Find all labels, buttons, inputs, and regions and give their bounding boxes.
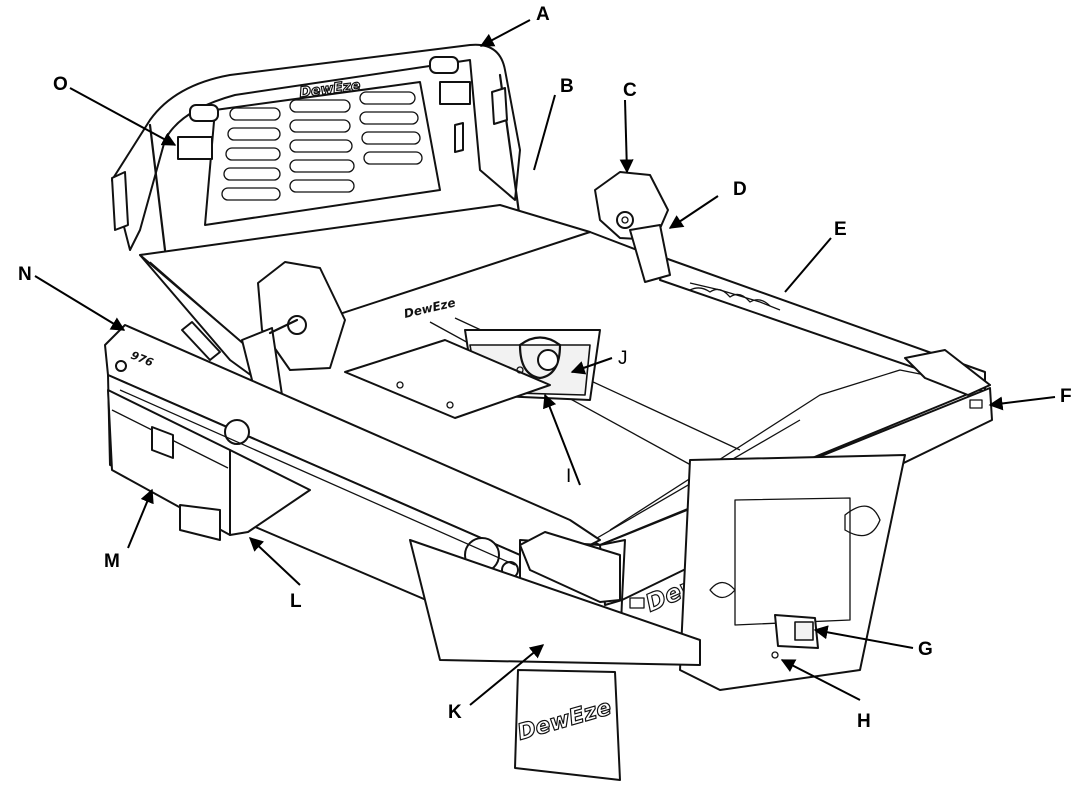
callout-O: O	[53, 74, 68, 95]
rear-assembly: DewEze DewEze	[409, 349, 993, 781]
gooseneck-ball	[537, 349, 559, 371]
hatch-cover-plate	[344, 339, 551, 419]
callout-J: J	[618, 348, 628, 369]
leader-O	[69, 87, 177, 146]
callout-N: N	[18, 264, 32, 285]
callout-C: C	[623, 80, 637, 101]
rack-tie-down-left	[177, 136, 213, 160]
toolbox	[107, 389, 311, 541]
leader-H	[780, 659, 861, 701]
leader-J	[570, 357, 613, 375]
callout-B: B	[560, 76, 574, 97]
leader-L	[248, 537, 301, 586]
callout-M: M	[104, 551, 120, 572]
mud-flap	[514, 669, 621, 781]
leader-G	[813, 625, 914, 649]
leader-F	[988, 396, 1056, 411]
callout-L: L	[290, 591, 302, 612]
callout-G: G	[918, 639, 933, 660]
callout-H: H	[857, 711, 871, 732]
toolbox-latch	[151, 426, 174, 459]
callout-A: A	[536, 4, 550, 25]
headache-rack: DewEze	[111, 43, 522, 252]
callout-leaders	[34, 19, 1056, 706]
gooseneck-hatch	[344, 329, 601, 419]
leader-A	[479, 19, 531, 47]
callout-I: I	[566, 466, 571, 487]
leader-K	[469, 644, 545, 706]
leader-N	[34, 275, 126, 331]
callout-labels: A B C D E F G H I J K L M N O	[18, 4, 1072, 732]
rack-light-right	[429, 56, 459, 74]
leader-B	[533, 94, 556, 171]
rack-tie-down-right	[439, 81, 471, 105]
callout-D: D	[733, 179, 747, 200]
leader-D	[668, 195, 719, 229]
callout-F: F	[1060, 386, 1072, 407]
leader-I	[543, 393, 581, 486]
leader-E	[784, 237, 832, 293]
leader-M	[127, 488, 154, 549]
callout-K: K	[448, 702, 462, 723]
leader-C	[619, 99, 634, 174]
callout-E: E	[834, 219, 847, 240]
rack-light-left	[189, 104, 219, 122]
spinner-front-right	[594, 171, 671, 283]
